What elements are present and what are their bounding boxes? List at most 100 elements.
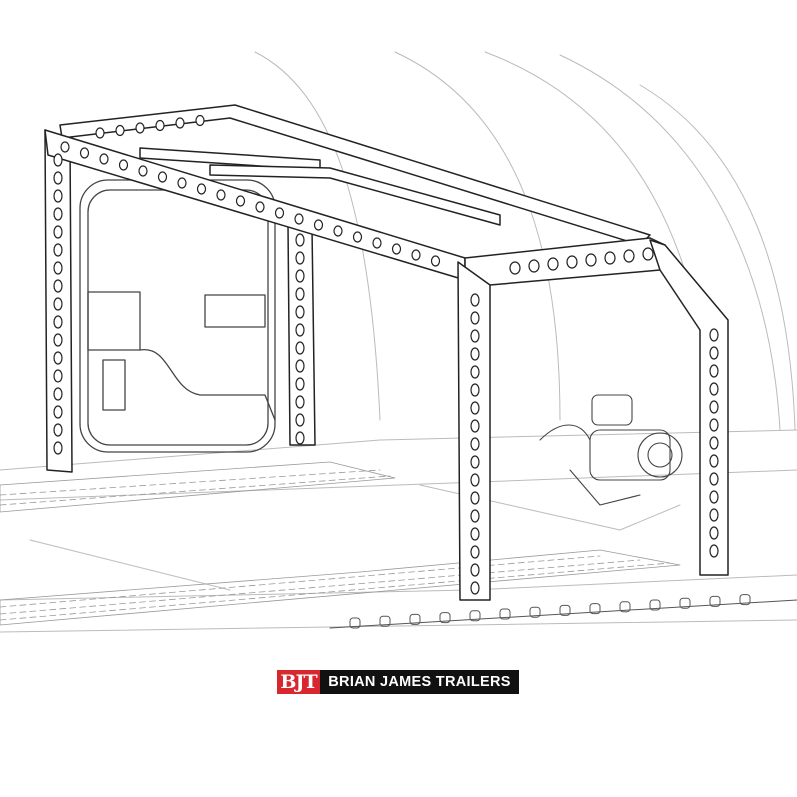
- rail-hole: [709, 595, 721, 607]
- hole: [709, 346, 719, 360]
- hole: [53, 189, 63, 203]
- hole: [470, 293, 480, 307]
- rail-hole: [679, 597, 691, 609]
- hole: [295, 269, 305, 283]
- winch: [539, 394, 683, 506]
- hole: [115, 124, 125, 137]
- hole: [295, 359, 305, 373]
- hole: [157, 171, 168, 183]
- rail-hole: [349, 617, 361, 629]
- hole: [295, 287, 305, 301]
- hole: [138, 165, 148, 177]
- hole: [53, 153, 63, 167]
- hole: [709, 382, 719, 396]
- hole: [470, 455, 480, 469]
- hole: [177, 177, 187, 189]
- hole: [53, 441, 63, 455]
- hole: [79, 147, 90, 159]
- rack-holes: [53, 114, 719, 595]
- hole: [566, 255, 578, 269]
- rail-hole: [379, 615, 391, 627]
- hole: [470, 383, 480, 397]
- rail-hole: [589, 603, 601, 615]
- rack-frame: [44, 104, 729, 601]
- hole: [95, 127, 105, 139]
- hole: [235, 195, 246, 207]
- rail-hole: [529, 606, 541, 618]
- hole: [642, 247, 654, 261]
- rail-hole: [409, 613, 421, 625]
- rail-hole: [619, 601, 631, 613]
- hole: [53, 423, 63, 437]
- hole: [709, 418, 719, 432]
- hole: [53, 225, 63, 239]
- hole: [470, 527, 480, 541]
- hole: [53, 297, 63, 311]
- hole: [470, 563, 480, 577]
- rail-hole: [559, 604, 571, 616]
- rail-hole: [739, 594, 751, 606]
- hole: [53, 207, 63, 221]
- hole: [709, 454, 719, 468]
- hole: [470, 401, 480, 415]
- hole: [195, 114, 205, 127]
- hole: [709, 472, 719, 486]
- door: [79, 179, 276, 453]
- hole: [295, 305, 305, 319]
- hole: [295, 323, 305, 337]
- hole: [99, 153, 109, 165]
- brand-logo: BJT BRIAN JAMES TRAILERS: [277, 670, 519, 694]
- hole: [709, 526, 719, 540]
- hole: [155, 119, 165, 132]
- hole: [391, 243, 402, 255]
- hole: [411, 249, 421, 261]
- hole: [470, 509, 480, 523]
- hole: [274, 207, 285, 219]
- hole: [709, 436, 719, 450]
- hole: [470, 545, 480, 559]
- rail-hole: [499, 608, 511, 620]
- hole: [53, 369, 63, 383]
- hole: [470, 311, 480, 325]
- hole: [60, 141, 70, 153]
- hole: [709, 364, 719, 378]
- hole: [53, 405, 63, 419]
- rail-hole: [439, 612, 451, 624]
- hole: [604, 251, 616, 265]
- hole: [709, 544, 719, 558]
- hole: [53, 315, 63, 329]
- hole: [295, 413, 305, 427]
- hole: [623, 249, 635, 263]
- hole: [470, 473, 480, 487]
- hole: [53, 387, 63, 401]
- rail-hole: [649, 599, 661, 611]
- hole: [294, 213, 304, 225]
- hole: [196, 183, 207, 195]
- hole: [295, 341, 305, 355]
- hole: [470, 347, 480, 361]
- floor-rail: [329, 594, 797, 629]
- hole: [53, 351, 63, 365]
- hole: [470, 437, 480, 451]
- hole: [528, 259, 540, 273]
- hole: [470, 491, 480, 505]
- hole: [333, 225, 343, 237]
- hole: [53, 171, 63, 185]
- hole: [430, 255, 441, 267]
- hole: [709, 490, 719, 504]
- hole: [53, 279, 63, 293]
- hole: [295, 233, 305, 247]
- hole: [313, 219, 324, 231]
- hole: [53, 261, 63, 275]
- logo-mark: BJT: [277, 670, 320, 694]
- hole: [118, 159, 129, 171]
- logo-name: BRIAN JAMES TRAILERS: [320, 670, 519, 694]
- hole: [135, 122, 145, 134]
- hole: [709, 400, 719, 414]
- hole: [295, 395, 305, 409]
- hole: [585, 253, 597, 267]
- floor-grating: [0, 461, 681, 626]
- trailer-shell: [0, 51, 797, 633]
